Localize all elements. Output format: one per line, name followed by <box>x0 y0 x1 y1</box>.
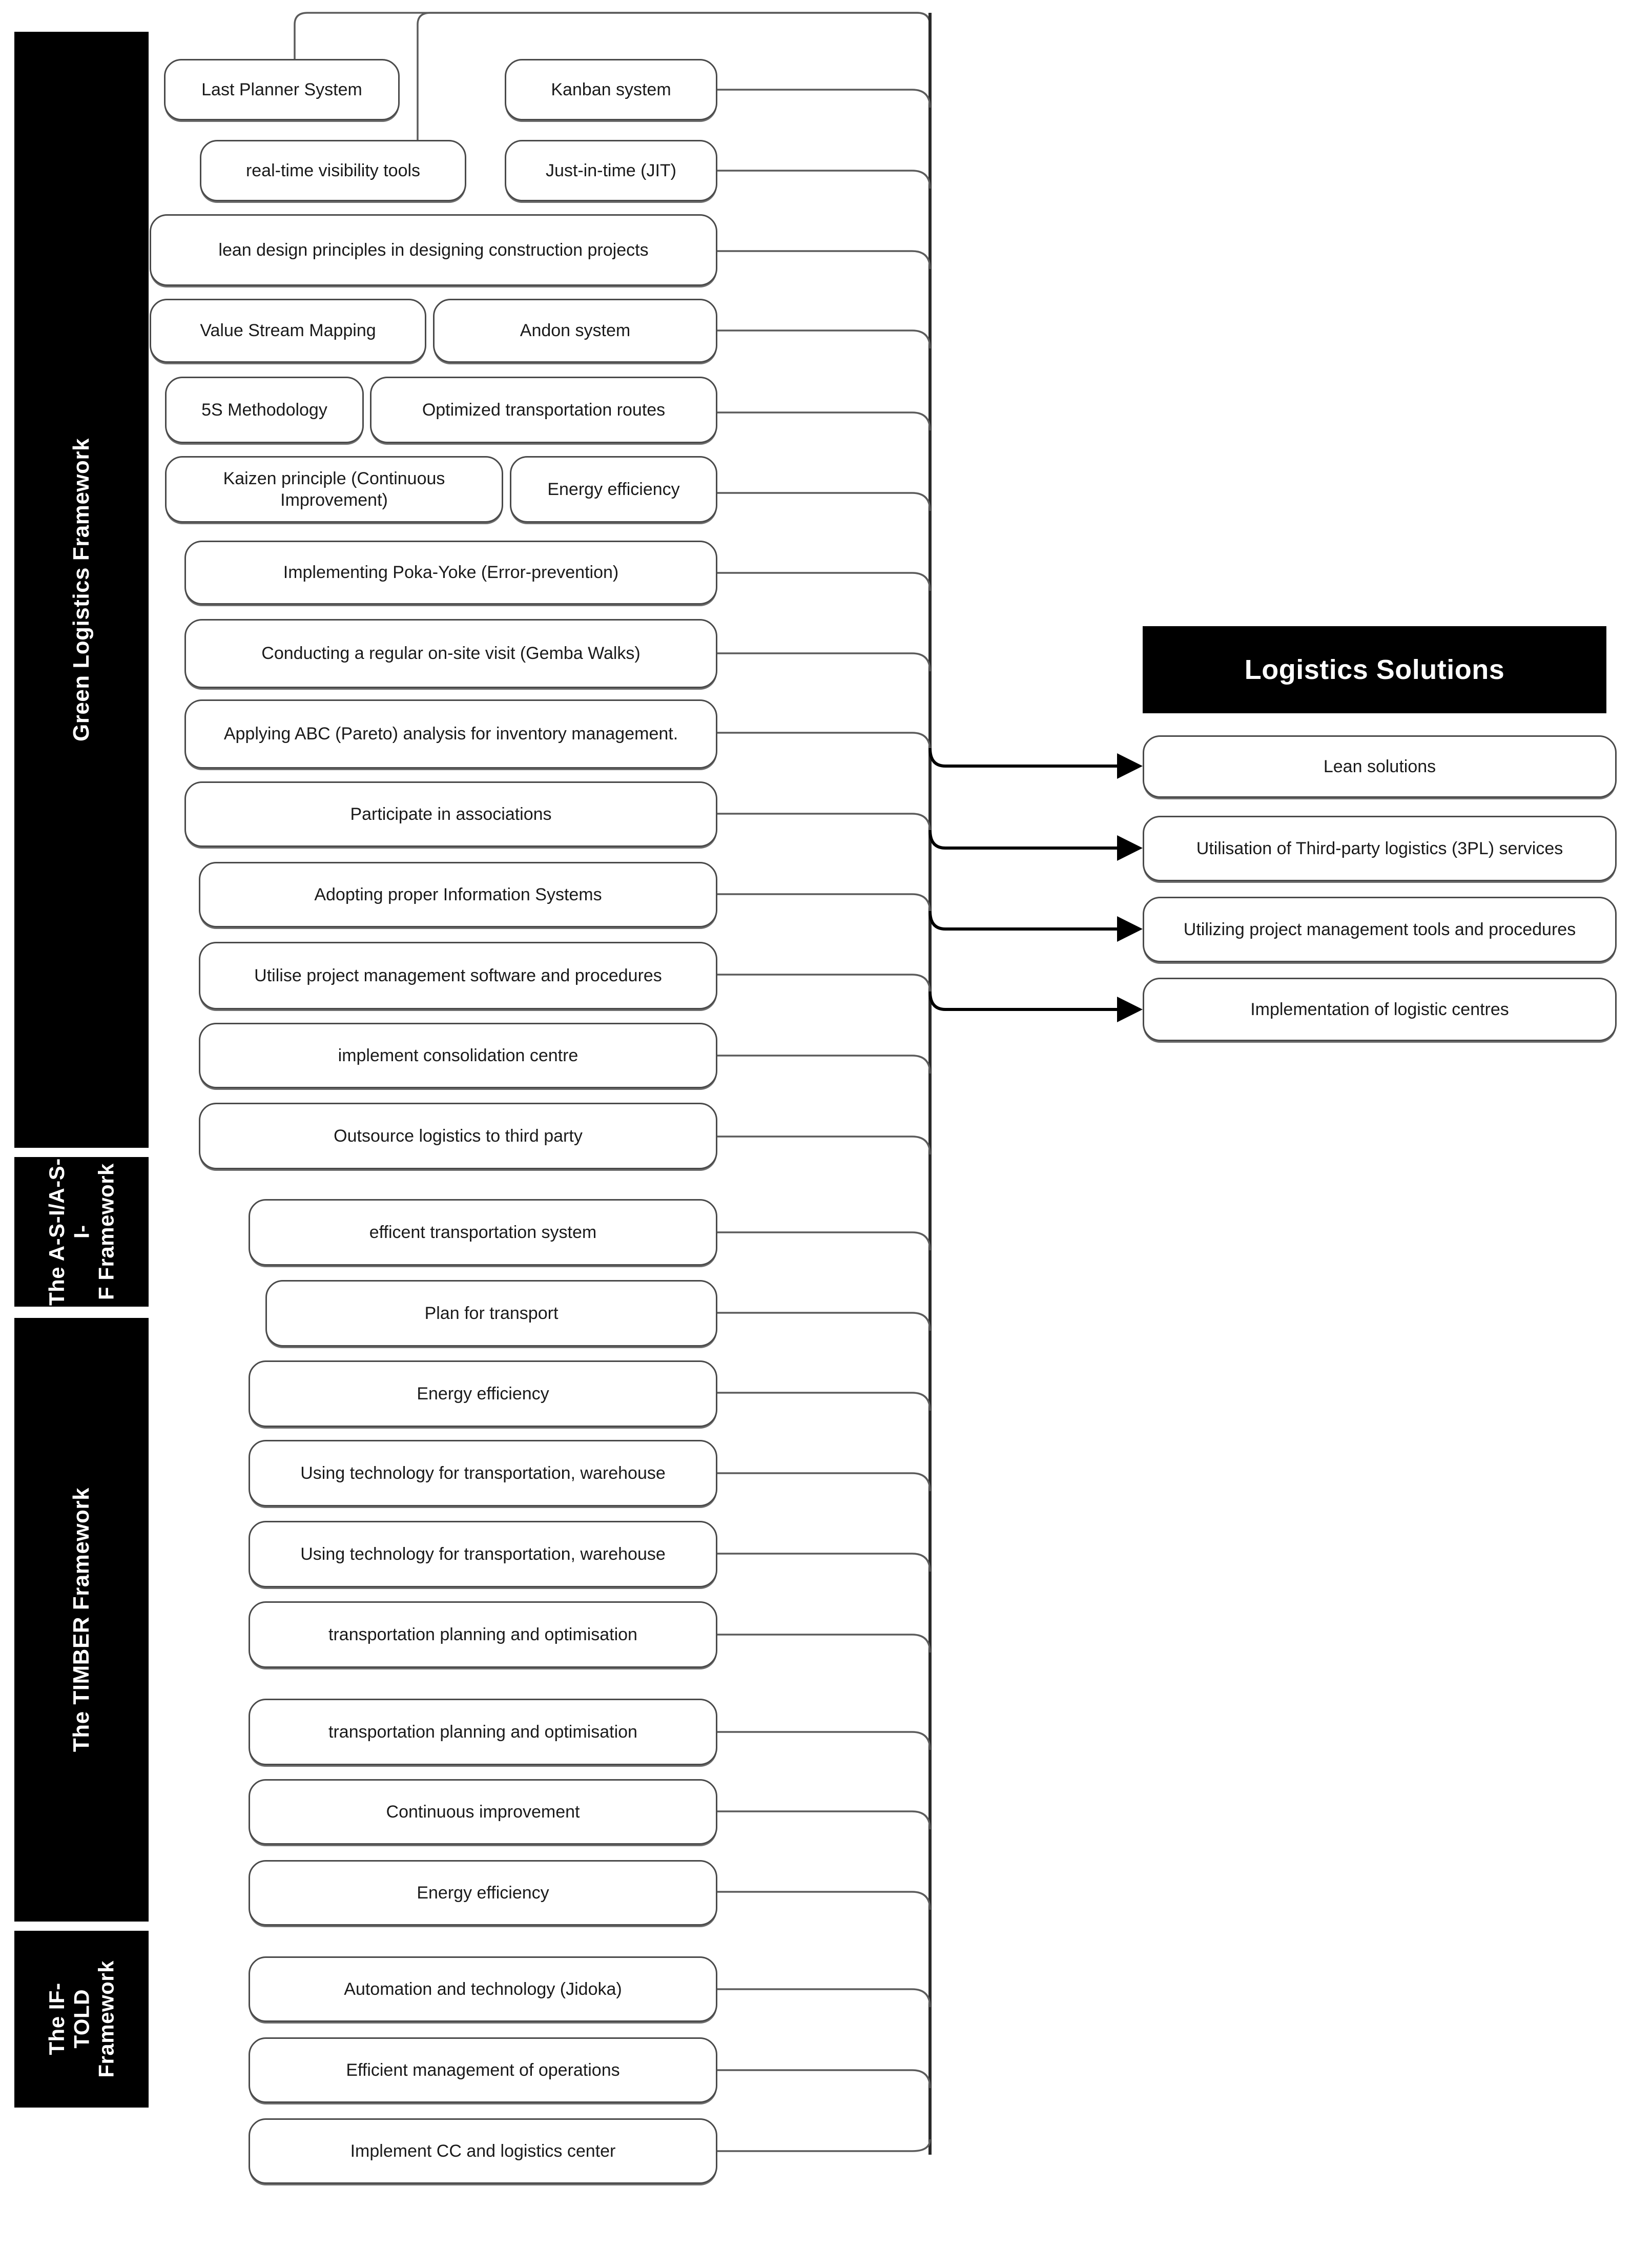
practice-label: Optimized transportation routes <box>422 400 666 420</box>
practice-node-transport-planning-1[interactable]: transportation planning and optimisation <box>249 1601 717 1668</box>
solutions-panel-header: Logistics Solutions <box>1143 626 1606 713</box>
solution-node-project-management-tools[interactable]: Utilizing project management tools and p… <box>1143 897 1617 962</box>
practice-node-efficient-management-operations[interactable]: Efficient management of operations <box>249 2037 717 2103</box>
practice-label: lean design principles in designing cons… <box>218 240 649 260</box>
solution-label: Utilisation of Third-party logistics (3P… <box>1196 838 1563 858</box>
practice-label: Conducting a regular on-site visit (Gemb… <box>261 644 641 664</box>
practice-label: implement consolidation centre <box>338 1045 579 1065</box>
practice-label: Value Stream Mapping <box>200 321 376 341</box>
practice-label: Kaizen principle (Continuous Improvement… <box>223 468 445 510</box>
solution-node-lean-solutions[interactable]: Lean solutions <box>1143 735 1617 798</box>
practice-label: Implementing Poka-Yoke (Error-prevention… <box>283 563 619 583</box>
solution-label: Implementation of logistic centres <box>1250 999 1509 1019</box>
practice-node-5s-methodology[interactable]: 5S Methodology <box>165 377 364 443</box>
practice-label: Automation and technology (Jidoka) <box>344 1979 622 1999</box>
practice-node-last-planner-system[interactable]: Last Planner System <box>164 59 400 120</box>
practice-node-transport-planning-2[interactable]: transportation planning and optimisation <box>249 1699 717 1765</box>
framework-bar-timber: The TIMBER Framework <box>14 1318 149 1922</box>
solution-node-logistic-centres[interactable]: Implementation of logistic centres <box>1143 978 1617 1041</box>
practice-label: Just-in-time (JIT) <box>546 160 676 180</box>
practice-node-outsource-logistics-third-party[interactable]: Outsource logistics to third party <box>199 1103 717 1169</box>
practice-node-implement-consolidation-centre[interactable]: implement consolidation centre <box>199 1023 717 1088</box>
practice-label: Efficient management of operations <box>346 2060 620 2080</box>
practice-label: transportation planning and optimisation <box>328 1722 637 1742</box>
practice-node-abc-pareto-analysis[interactable]: Applying ABC (Pareto) analysis for inven… <box>184 699 717 769</box>
framework-label-a-s-i: The A-S-I/A-S-I- F Framework <box>44 1158 118 1306</box>
practice-node-using-technology-2[interactable]: Using technology for transportation, war… <box>249 1521 717 1587</box>
practice-label: Adopting proper Information Systems <box>314 884 602 904</box>
practice-label: Energy efficiency <box>417 1883 549 1903</box>
solution-label: Utilizing project management tools and p… <box>1183 919 1576 939</box>
practice-node-kanban-system[interactable]: Kanban system <box>505 59 717 120</box>
practice-node-implement-cc-logistics-center[interactable]: Implement CC and logistics center <box>249 2118 717 2184</box>
solutions-header-label: Logistics Solutions <box>1244 654 1505 685</box>
practice-node-using-technology-1[interactable]: Using technology for transportation, war… <box>249 1440 717 1506</box>
framework-label-if-told: The IF- TOLD Framework <box>44 1960 118 2078</box>
practice-label: Outsource logistics to third party <box>334 1126 583 1146</box>
practice-node-utilise-pm-software[interactable]: Utilise project management software and … <box>199 942 717 1009</box>
framework-label-timber: The TIMBER Framework <box>68 1487 94 1752</box>
practice-node-energy-efficiency-timber[interactable]: Energy efficiency <box>249 1860 717 1926</box>
practice-label: Utilise project management software and … <box>254 965 662 985</box>
practice-node-value-stream-mapping[interactable]: Value Stream Mapping <box>150 299 426 363</box>
practice-label: Last Planner System <box>201 79 362 99</box>
practice-node-automation-jidoka[interactable]: Automation and technology (Jidoka) <box>249 1956 717 2022</box>
practice-label: Using technology for transportation, war… <box>300 1463 666 1483</box>
practice-node-gemba-walks[interactable]: Conducting a regular on-site visit (Gemb… <box>184 619 717 688</box>
practice-node-optimized-transportation-routes[interactable]: Optimized transportation routes <box>370 377 717 443</box>
practice-label: real-time visibility tools <box>245 160 421 180</box>
practice-label: efficent transportation system <box>369 1222 597 1242</box>
solution-label: Lean solutions <box>1323 756 1436 776</box>
framework-label-green-logistics: Green Logistics Framework <box>68 438 94 742</box>
practice-node-poka-yoke[interactable]: Implementing Poka-Yoke (Error-prevention… <box>184 541 717 605</box>
practice-label: Energy efficiency <box>547 479 680 499</box>
practice-label: Plan for transport <box>424 1303 559 1323</box>
practice-node-energy-efficiency-asi[interactable]: Energy efficiency <box>249 1360 717 1427</box>
practice-label: Kanban system <box>551 79 671 99</box>
practice-label: Participate in associations <box>350 804 552 824</box>
practice-label: Continuous improvement <box>386 1802 580 1822</box>
practice-label: Andon system <box>520 321 631 341</box>
framework-bar-if-told: The IF- TOLD Framework <box>14 1931 149 2108</box>
practice-node-real-time-visibility-tools[interactable]: real-time visibility tools <box>200 140 466 201</box>
practice-node-just-in-time[interactable]: Just-in-time (JIT) <box>505 140 717 201</box>
practice-node-kaizen-principle[interactable]: Kaizen principle (Continuous Improvement… <box>165 456 503 523</box>
practice-node-andon-system[interactable]: Andon system <box>433 299 717 363</box>
practice-label: Energy efficiency <box>417 1384 549 1403</box>
practice-label: transportation planning and optimisation <box>328 1624 637 1644</box>
framework-bar-a-s-i: The A-S-I/A-S-I- F Framework <box>14 1157 149 1307</box>
practice-label: Applying ABC (Pareto) analysis for inven… <box>223 724 678 744</box>
practice-label: Implement CC and logistics center <box>350 2141 616 2161</box>
solution-node-third-party-logistics[interactable]: Utilisation of Third-party logistics (3P… <box>1143 816 1617 881</box>
practice-node-plan-for-transport[interactable]: Plan for transport <box>265 1280 717 1347</box>
practice-node-adopting-information-systems[interactable]: Adopting proper Information Systems <box>199 862 717 927</box>
practice-label: Using technology for transportation, war… <box>300 1544 666 1564</box>
framework-bar-green-logistics: Green Logistics Framework <box>14 32 149 1148</box>
practice-node-efficent-transportation-system[interactable]: efficent transportation system <box>249 1199 717 1266</box>
practice-node-continuous-improvement[interactable]: Continuous improvement <box>249 1779 717 1845</box>
practice-node-participate-in-associations[interactable]: Participate in associations <box>184 781 717 847</box>
practice-label: 5S Methodology <box>201 400 327 420</box>
practice-node-lean-design-principles[interactable]: lean design principles in designing cons… <box>150 214 717 286</box>
practice-node-energy-efficiency-green[interactable]: Energy efficiency <box>510 456 717 523</box>
